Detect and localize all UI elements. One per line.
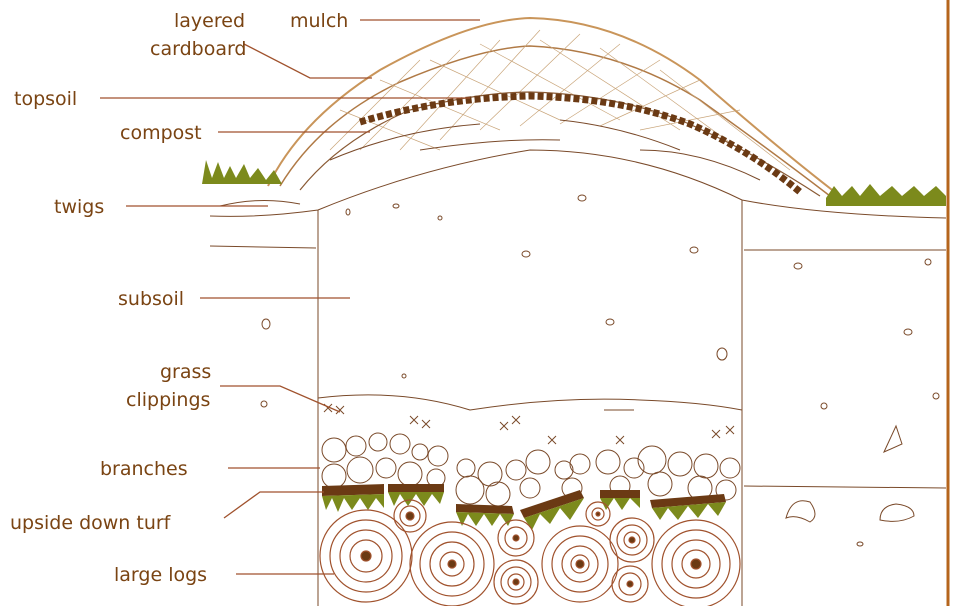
log [494,560,538,604]
log [542,526,618,602]
leader-upside-down-turf [224,492,324,518]
label-upside-down-turf: upside down turf [10,512,172,534]
label-twigs: twigs [54,196,104,218]
log [498,520,534,556]
log [410,522,494,606]
label-grass-clippings-2: clippings [126,389,210,411]
label-layered-cardboard-2: cardboard [150,38,247,60]
topsoil-layer [300,92,820,196]
label-layered-cardboard-1: layered [174,10,245,32]
label-subsoil: subsoil [118,288,184,310]
subsoil-boundary [318,395,742,410]
label-branches: branches [100,458,188,480]
turf-layer [322,484,726,530]
log [610,518,654,562]
mulch-layer [268,18,840,196]
log [394,500,426,532]
log [652,520,740,606]
log [586,502,610,526]
label-mulch: mulch [290,10,348,32]
label-large-logs: large logs [114,564,207,586]
trench-outline [210,150,946,606]
label-topsoil: topsoil [14,88,77,110]
leader-grass-clippings [220,386,340,412]
label-grass-clippings-1: grass [160,361,211,383]
log [320,510,412,602]
grass-tufts [202,160,946,206]
mound [220,18,840,206]
label-compost: compost [120,122,202,144]
twigs-layer [220,120,760,206]
log [612,566,648,602]
branches-layer [322,433,740,506]
leader-layered-cardboard [244,44,372,78]
